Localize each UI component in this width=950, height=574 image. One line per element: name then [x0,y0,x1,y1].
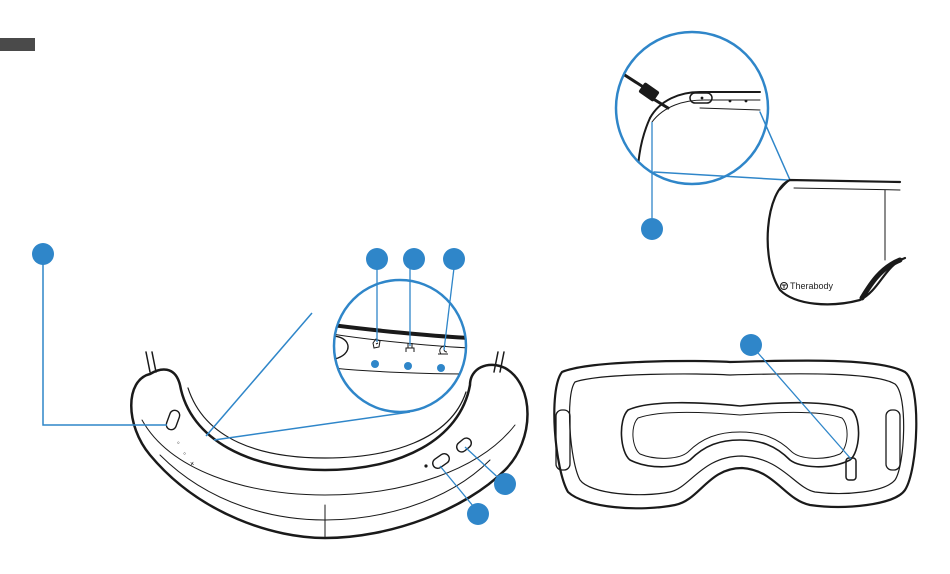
bluetooth-button-callout [494,473,516,495]
svg-text:◦: ◦ [180,450,189,457]
callout-markers [32,218,762,525]
mask-side-view: Therabody [654,112,905,304]
magnified-controls-inset [206,268,470,440]
svg-text:+: + [187,459,197,468]
sleep-mode-icon [438,346,448,354]
brand-wordmark: Therabody [790,281,834,291]
side-mode-icons: ◦ ◦ + [174,439,198,468]
mode-icon-2-callout [403,248,425,270]
therabody-logo-icon [781,283,788,290]
usb-port-inset [616,32,768,218]
usb-port-callout [641,218,663,240]
power-button [165,409,181,431]
mode-2-indicator-dot [404,362,412,370]
power-callout-line [43,255,167,425]
mode-icon-1-callout [366,248,388,270]
power-button-callout [32,243,54,265]
inner-sensor-callout [740,334,762,356]
mode-button-callout [467,503,489,525]
mode-icon-3-callout [443,248,465,270]
mode-1-indicator-dot [371,360,379,368]
mask-inner-view [554,361,916,509]
usb-c-cable-icon [620,72,668,108]
eye-cushion [621,403,858,467]
mode-3-indicator-dot [437,364,445,372]
mask-inner-outer [554,361,916,509]
mask-side-body [768,180,905,304]
svg-text:◦: ◦ [174,439,183,446]
